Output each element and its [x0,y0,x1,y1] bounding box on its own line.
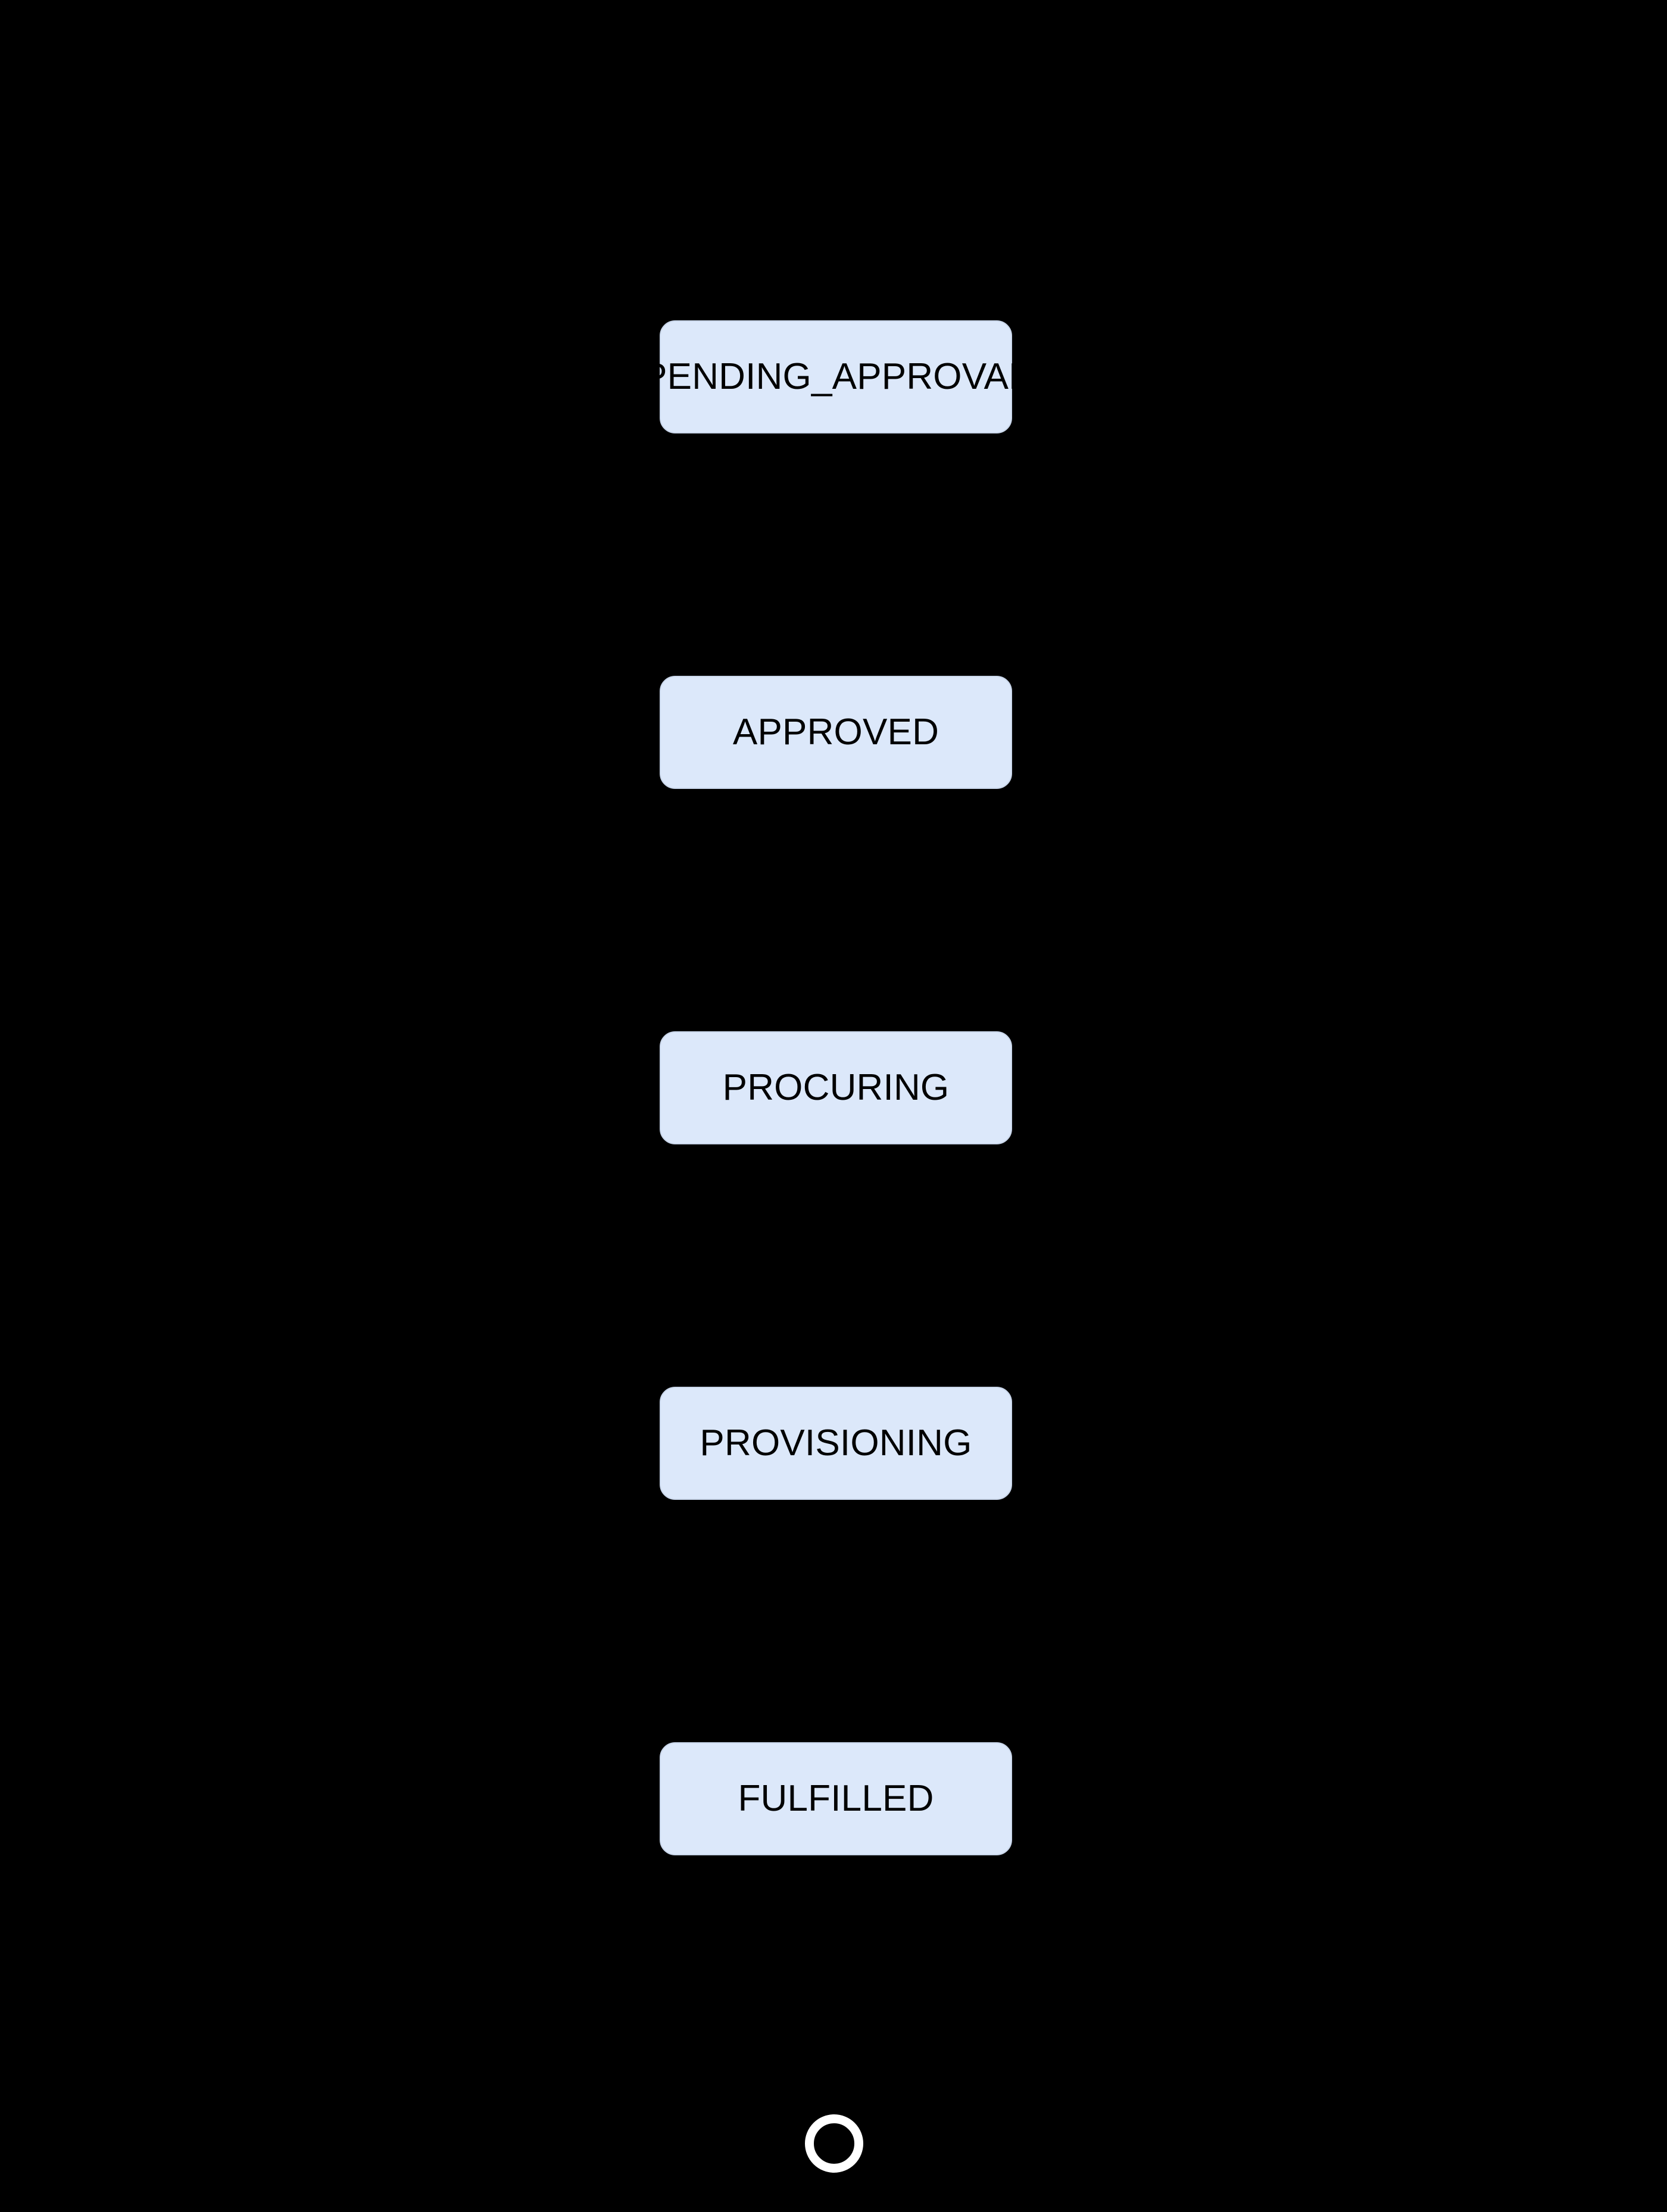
node-provisioning[interactable]: PROVISIONING [660,1387,1012,1500]
edge-approved-to-procuring [835,789,836,1031]
node-pending-approval[interactable]: PENDING_APPROVAL [642,320,1029,433]
node-fulfilled[interactable]: FULFILLED [660,1742,1012,1855]
node-label-procuring: PROCURING [722,1067,950,1108]
node-label-approved: APPROVED [732,712,939,753]
node-label-fulfilled: FULFILLED [738,1778,934,1819]
node-label-provisioning: PROVISIONING [700,1422,972,1464]
edge-provisioning-to-fulfilled [835,1500,836,1742]
node-approved[interactable]: APPROVED [660,676,1012,789]
edge-fulfilled-to-end-state [835,1855,836,2114]
edge-pending-approval-to-approved [835,433,836,676]
edge-procuring-to-provisioning [835,1144,836,1387]
node-procuring[interactable]: PROCURING [660,1031,1012,1144]
end-state-circle-icon[interactable] [805,2114,863,2173]
node-label-pending-approval: PENDING_APPROVAL [642,356,1029,397]
